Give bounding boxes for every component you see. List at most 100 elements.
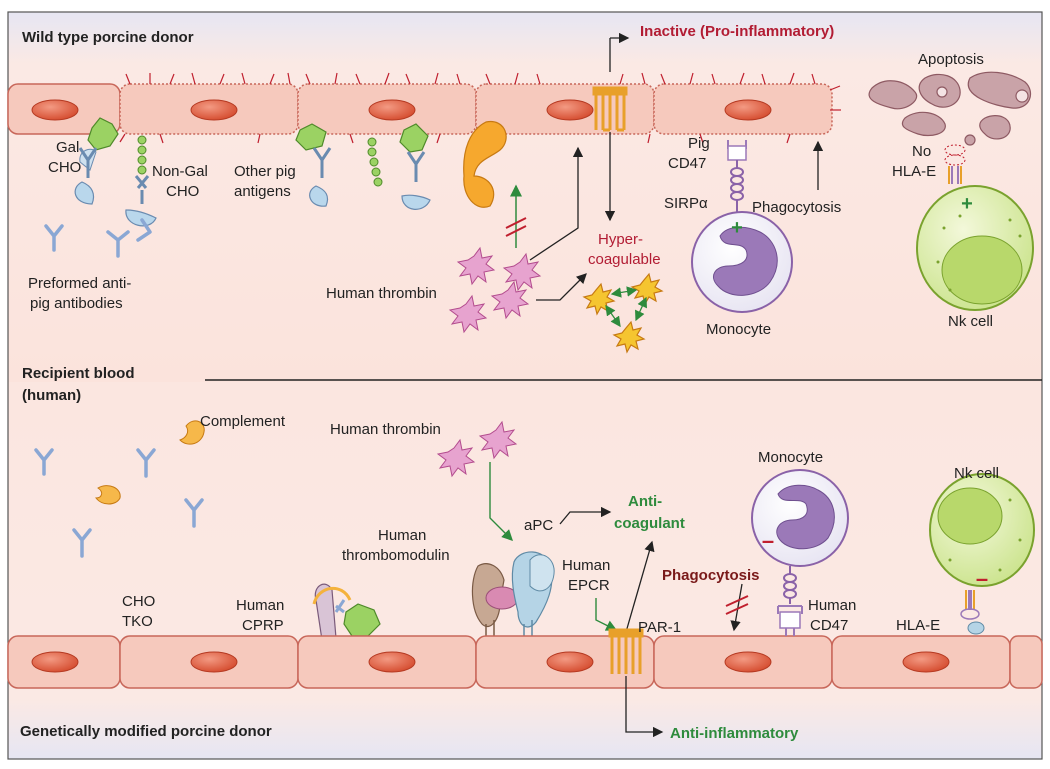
- other-pig-antigen: [295, 123, 332, 207]
- non-gal-cho-antigen: [125, 135, 157, 227]
- par1-receptor-top: [592, 86, 628, 132]
- cell-nucleus: [31, 99, 79, 121]
- monocyte-bottom-minus: –: [762, 528, 774, 553]
- arrow-thrombin-to-thrombomodulin: [489, 462, 513, 541]
- nk-cell-bottom-minus: –: [976, 566, 988, 591]
- gal-cho-label-1: Gal: [56, 139, 79, 156]
- complement-protein-top: [463, 121, 507, 208]
- cell-nucleus: [368, 99, 416, 121]
- preformed-antibodies: [44, 218, 152, 258]
- sirpa-label: SIRPα: [664, 195, 708, 212]
- phagocytosis-top-label: Phagocytosis: [752, 199, 841, 216]
- monocyte-bottom: [751, 469, 849, 567]
- par1-label: PAR-1: [638, 619, 681, 636]
- monocyte-top-plus: +: [731, 217, 743, 239]
- pig-cd47: [727, 140, 747, 161]
- activated-platelets: [582, 272, 664, 354]
- inactive-label: Inactive (Pro-inflammatory): [640, 23, 834, 40]
- no-hla-e-receptor: [944, 144, 966, 184]
- human-thrombomodulin-label-1: Human: [378, 527, 426, 544]
- labels: Wild type porcine donor Inactive (Pro-in…: [20, 23, 999, 742]
- recipient-blood-label-2: (human): [22, 387, 81, 404]
- arrow-epcr-to-par1: [595, 598, 618, 631]
- cell-nucleus: [31, 651, 79, 673]
- nk-cell-top-label: Nk cell: [948, 313, 993, 330]
- complement-proteins-bottom: [94, 420, 205, 505]
- free-antibodies-bottom: [34, 448, 204, 558]
- arrow-par1-to-anti-inflammatory: [625, 676, 664, 738]
- no-hla-e-label-1: No: [912, 143, 931, 160]
- par1-receptor-bottom: [608, 628, 644, 674]
- bottom-endothelial-layer: [7, 635, 1043, 689]
- gal-cho-label-2: CHO: [48, 159, 81, 176]
- apc-label: aPC: [524, 517, 553, 534]
- hypercoagulable-label-1: Hyper-: [598, 231, 643, 248]
- preformed-antibodies-label-2: pig antibodies: [30, 295, 123, 312]
- apoptotic-cell-fragments: [868, 71, 1032, 146]
- blocked-arrow-phagocytosis: [725, 583, 749, 632]
- gm-donor-title: Genetically modified porcine donor: [20, 723, 272, 740]
- endothelial-cell: [1009, 635, 1043, 689]
- human-cd47: [777, 605, 803, 636]
- cho-tko-label-1: CHO: [122, 593, 155, 610]
- arrow-par1-to-anticoagulant: [625, 540, 655, 633]
- arrow-thrombin-to-par1: [529, 146, 584, 261]
- thrombin-stars-top: [448, 246, 542, 334]
- recipient-blood-label-1: Recipient blood: [22, 365, 135, 382]
- anticoagulant-label-2: coagulant: [614, 515, 685, 532]
- cho-tko-label-2: TKO: [122, 613, 153, 630]
- top-panel-background: [8, 12, 1042, 382]
- hla-e-label: HLA-E: [896, 617, 940, 634]
- monocyte-bottom-label: Monocyte: [758, 449, 823, 466]
- apoptosis-label: Apoptosis: [918, 51, 984, 68]
- non-gal-cho-label-2: CHO: [166, 183, 199, 200]
- human-thrombin-bottom-label: Human thrombin: [330, 421, 441, 438]
- other-pig-antigen-chain: [367, 137, 383, 187]
- human-cd47-label-2: CD47: [810, 617, 848, 634]
- other-pig-antigen: [399, 123, 431, 210]
- human-cprp-label-1: Human: [236, 597, 284, 614]
- arrow-apc-to-anticoagulant: [559, 506, 612, 525]
- platelet-interaction-arrows: [605, 286, 647, 328]
- cell-nucleus: [368, 651, 416, 673]
- cell-nucleus: [190, 99, 238, 121]
- thrombin-stars-bottom: [436, 420, 518, 478]
- nk-cell-bottom: [929, 473, 1035, 587]
- cell-nucleus: [902, 651, 950, 673]
- preformed-antibodies-label-1: Preformed anti-: [28, 275, 131, 292]
- non-gal-cho-label-1: Non-Gal: [152, 163, 208, 180]
- hla-e-receptor: [960, 590, 985, 635]
- sirpa-receptor-bottom: [783, 566, 797, 604]
- pig-cd47-label-1: Pig: [688, 135, 710, 152]
- inflammation-spikes: [119, 72, 841, 144]
- no-hla-e-label-2: HLA-E: [892, 163, 936, 180]
- pig-cd47-label-2: CD47: [668, 155, 706, 172]
- human-epcr-label-2: EPCR: [568, 577, 610, 594]
- monocyte-top: [691, 211, 793, 313]
- human-epcr-label-1: Human: [562, 557, 610, 574]
- frame: [7, 11, 1043, 760]
- phagocytosis-bottom-label: Phagocytosis: [662, 567, 760, 584]
- cell-nucleus: [724, 651, 772, 673]
- hypercoagulable-label-2: coagulable: [588, 251, 661, 268]
- sirpa-receptor: [730, 160, 744, 214]
- human-thrombin-top-label: Human thrombin: [326, 285, 437, 302]
- complement-label: Complement: [200, 413, 286, 430]
- wild-type-donor-title: Wild type porcine donor: [22, 29, 194, 46]
- cell-nucleus: [546, 99, 594, 121]
- human-cd47-label-1: Human: [808, 597, 856, 614]
- antibody-bound-gal: [74, 147, 98, 205]
- cell-nucleus: [546, 651, 594, 673]
- anticoagulant-label-1: Anti-: [628, 493, 662, 510]
- other-pig-antigens-label-1: Other pig: [234, 163, 296, 180]
- other-pig-antigens-label-2: antigens: [234, 183, 291, 200]
- cell-nucleus: [190, 651, 238, 673]
- nk-cell-top-plus: +: [961, 193, 973, 215]
- blocked-arrow-complement: [505, 184, 527, 248]
- nk-cell-bottom-label: Nk cell: [954, 465, 999, 482]
- anti-inflammatory-label: Anti-inflammatory: [670, 725, 799, 742]
- cho-tko-antigen: [343, 603, 381, 637]
- cell-nucleus: [724, 99, 772, 121]
- arrow-thrombin-to-hypercoagulable: [536, 273, 587, 301]
